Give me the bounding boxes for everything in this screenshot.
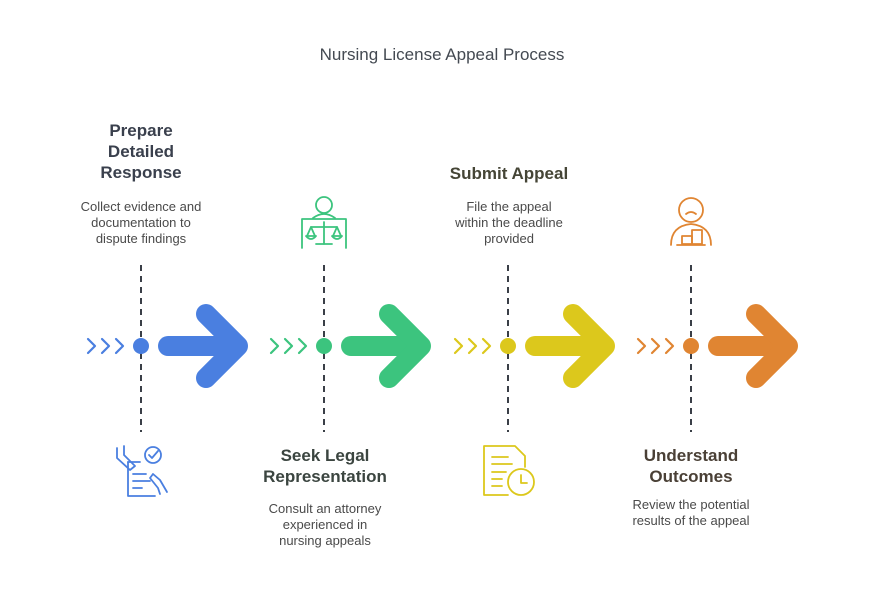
arrow-icon <box>341 304 431 388</box>
arrow-icon <box>708 304 798 388</box>
step-3-marker <box>500 338 516 354</box>
diagram-title: Nursing License Appeal Process <box>319 45 565 64</box>
step-2-connector <box>269 265 431 432</box>
chevrons-icon <box>453 337 492 355</box>
chevrons-icon <box>636 337 675 355</box>
step-4-connector <box>636 265 798 432</box>
step-3-title: Submit Appeal <box>449 164 569 183</box>
chevrons-icon <box>269 337 308 355</box>
step-3-connector <box>453 265 615 432</box>
arrow-icon <box>525 304 615 388</box>
arrow-icon <box>158 304 248 388</box>
step-1-marker <box>133 338 149 354</box>
step-4-marker <box>683 338 699 354</box>
step-1-connector <box>86 265 248 432</box>
chevrons-icon <box>86 337 125 355</box>
sad-person-results-icon <box>670 197 712 246</box>
lawyer-scales-icon <box>301 196 347 249</box>
document-clock-icon <box>483 445 535 496</box>
document-checklist-hands-icon <box>116 445 168 497</box>
step-2-marker <box>316 338 332 354</box>
